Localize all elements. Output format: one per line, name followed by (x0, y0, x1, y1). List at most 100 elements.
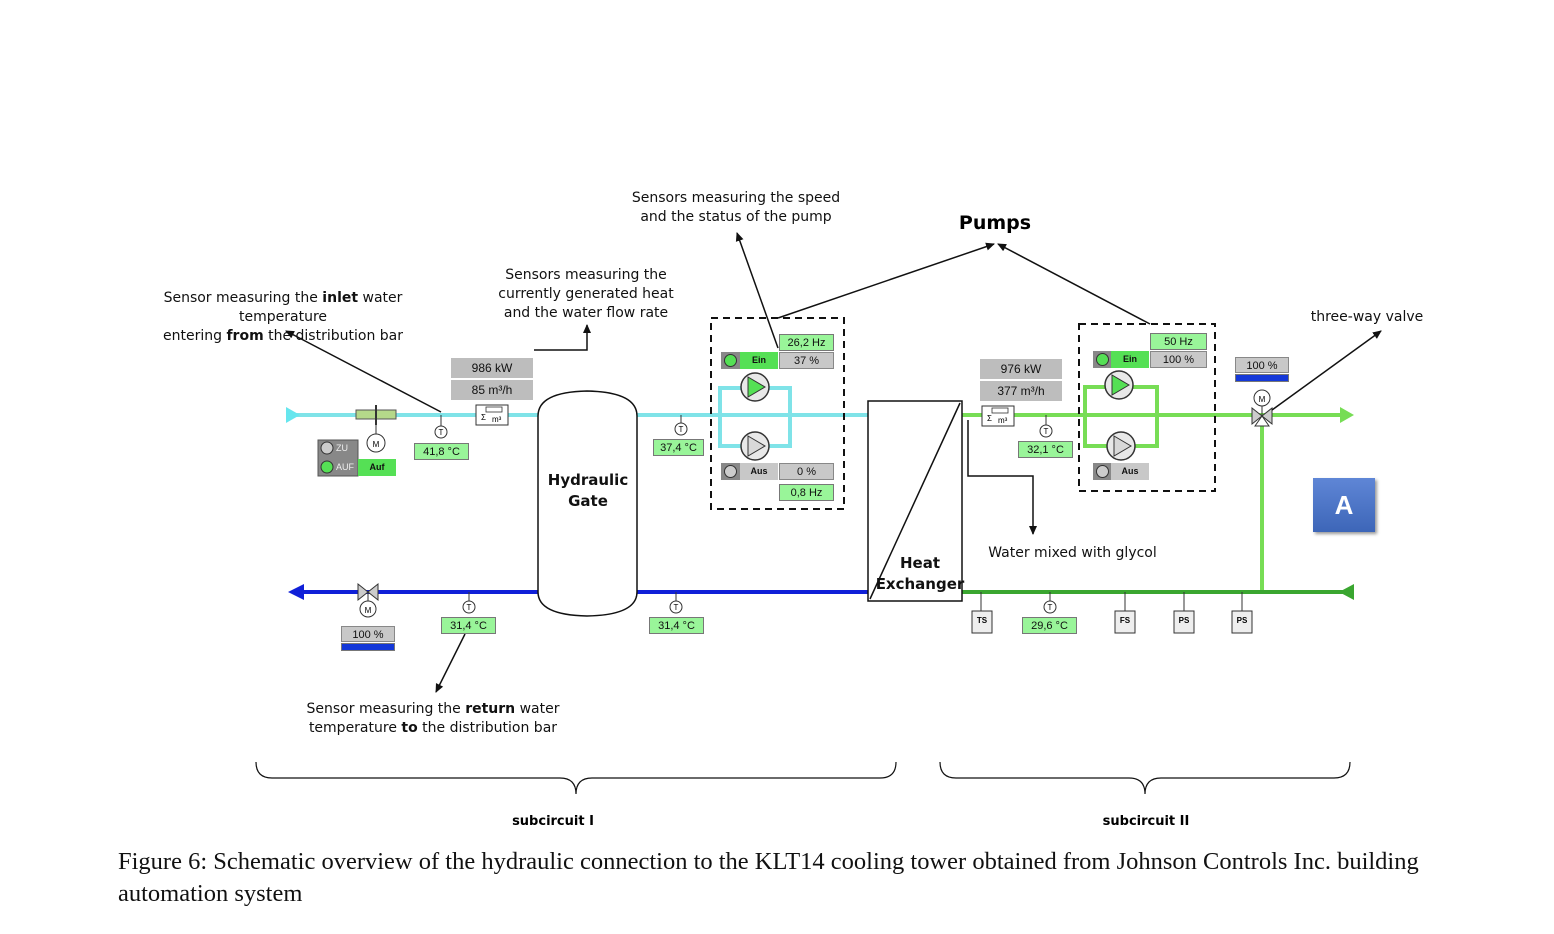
pump2-sub1-pct: 0 % (779, 463, 834, 480)
temp-readout-sub2: 32,1 °C (1018, 441, 1073, 458)
pumps-title: Pumps (958, 212, 1032, 234)
svg-text:T: T (439, 428, 444, 437)
zu-indicator (320, 441, 334, 455)
return-temp-readout-sub2: 29,6 °C (1022, 617, 1077, 634)
three-way-valve-symbol: M (1251, 389, 1273, 427)
arrow-pumps-1 (777, 242, 995, 319)
pump1-sub1-status-led (724, 354, 737, 367)
arrow-inlet-sensor (285, 330, 442, 413)
return-inlet-arrow (1339, 584, 1354, 600)
sensor-ps-2: PS (1231, 592, 1253, 634)
pump2-sub1-status: Aus (740, 463, 778, 480)
svg-text:Σ: Σ (481, 413, 486, 422)
svg-text:T: T (679, 425, 684, 434)
svg-text:T: T (1044, 427, 1049, 436)
return-valve-position-bar (341, 643, 395, 651)
pump-2-sub1 (740, 431, 770, 461)
after-gate-temp-readout: 37,4 °C (653, 439, 704, 456)
arrow-pumps-2 (997, 243, 1151, 325)
pump-2-sub2 (1106, 431, 1136, 461)
pump2-sub2-indicator-bg (1093, 463, 1111, 480)
pump-group-box-sub2 (1078, 323, 1216, 492)
diagram-badge-a: A (1313, 478, 1375, 532)
svg-text:m³: m³ (492, 415, 502, 424)
temp-sensor-return-2: T (669, 592, 683, 614)
svg-text:TS: TS (977, 616, 988, 625)
svg-text:T: T (467, 603, 472, 612)
zu-label: ZU (336, 443, 348, 453)
annotation-pump-speed: Sensors measuring the speed and the stat… (631, 190, 841, 225)
arrow-glycol (967, 420, 1037, 535)
annotation-glycol: Water mixed with glycol (988, 545, 1157, 561)
pump-1-sub1 (740, 372, 770, 402)
return-valve-pct-readout: 100 % (341, 626, 395, 642)
svg-text:T: T (674, 603, 679, 612)
pump-1-sub2 (1104, 370, 1134, 400)
inlet-valve: M (355, 405, 397, 453)
heat-exchanger-diagonal (869, 402, 961, 600)
valve-state-auf: Auf (358, 459, 396, 476)
pump2-sub1-indicator-bg (721, 463, 740, 480)
temp-sensor-inlet: T (434, 415, 448, 439)
auf-indicator (320, 460, 334, 474)
brace-subcircuit2 (939, 761, 1351, 795)
pump2-sub2-status: Aus (1111, 463, 1149, 480)
svg-text:PS: PS (1237, 616, 1248, 625)
annotation-return-sensor: Sensor measuring the return water temper… (306, 701, 560, 736)
pump1-sub2-pct: 100 % (1150, 351, 1207, 368)
annotation-heat-flow: Sensors measuring the currently generate… (498, 267, 674, 321)
annotation-inlet-sensor: Sensor measuring the inlet water tempera… (163, 290, 403, 344)
return-temp-readout: 31,4 °C (441, 617, 496, 634)
pump1-sub1-indicator-bg (721, 352, 740, 369)
pump1-sub2-indicator-bg (1093, 351, 1111, 368)
flow-readout-sub2: 377 m³/h (979, 380, 1063, 402)
svg-text:FS: FS (1120, 616, 1131, 625)
three-way-valve-position-bar (1235, 374, 1289, 382)
pump2-sub1-status-led (724, 465, 737, 478)
temp-sensor-sub2-return: T (1043, 592, 1057, 614)
arrow-return-sensor (435, 633, 466, 693)
arrow-heat-flow (534, 324, 591, 351)
temp-sensor-after-gate: T (674, 415, 688, 436)
flow-readout-sub1: 85 m³/h (450, 379, 534, 401)
subcircuit-2-label: subcircuit II (1102, 814, 1190, 829)
return-temp-readout-2: 31,4 °C (649, 617, 704, 634)
temp-sensor-return-1: T (462, 592, 476, 614)
pump1-sub2-status: Ein (1111, 351, 1149, 368)
temp-sensor-sub2: T (1039, 415, 1053, 438)
brace-subcircuit1 (255, 761, 897, 795)
pump1-sub1-pct: 37 % (779, 352, 834, 369)
arrow-pump-speed (735, 232, 779, 349)
pump-group-box-sub1 (710, 317, 845, 510)
annotation-three-way-valve: three-way valve (1310, 309, 1424, 325)
svg-text:m³: m³ (998, 416, 1008, 425)
return-valve: M (357, 582, 379, 618)
inlet-valve-motor-label: M (373, 440, 380, 449)
inlet-temp-readout: 41,8 °C (414, 443, 469, 460)
pump2-sub2-status-led (1096, 465, 1109, 478)
pump1-sub1-status: Ein (740, 352, 778, 369)
subcircuit-1-label: subcircuit I (512, 814, 594, 829)
sensor-fs: FS (1114, 592, 1136, 634)
supply-outlet-arrow (1340, 407, 1354, 423)
figure-caption: Figure 6: Schematic overview of the hydr… (118, 848, 1419, 907)
hydraulic-gate (537, 390, 638, 617)
three-way-motor-label: M (1259, 395, 1266, 404)
sensor-ps-1: PS (1173, 592, 1195, 634)
heat-readout-sub1: 986 kW (450, 357, 534, 379)
pump2-sub1-freq: 0,8 Hz (779, 484, 834, 501)
flow-meter-sub2: Σ m³ (981, 405, 1015, 427)
pump1-sub2-status-led (1096, 353, 1109, 366)
svg-text:T: T (1048, 603, 1053, 612)
flow-meter-sub1: Σ m³ (475, 404, 509, 426)
sensor-ts: TS (971, 592, 993, 634)
arrow-three-way (1271, 330, 1382, 411)
return-outlet-arrow (288, 584, 304, 600)
return-valve-motor-label: M (365, 606, 372, 615)
auf-label: AUF (336, 462, 354, 472)
three-way-valve-pct-readout: 100 % (1235, 357, 1289, 373)
svg-text:Σ: Σ (987, 414, 992, 423)
supply-inlet-arrow (286, 407, 300, 423)
